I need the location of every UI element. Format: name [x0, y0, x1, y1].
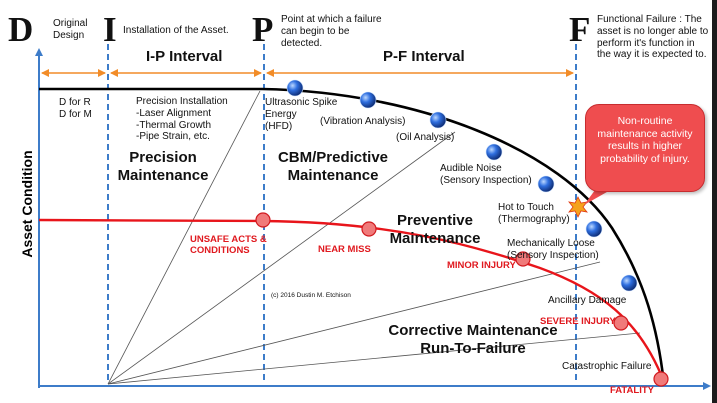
safety-label: MINOR INJURY	[447, 260, 516, 271]
safety-label: NEAR MISS	[318, 244, 371, 255]
detection-marker	[429, 111, 447, 129]
failure-burst-icon	[568, 196, 588, 218]
safety-label: FATALITY	[610, 385, 654, 396]
design-notes: D for R D for M	[59, 97, 92, 120]
detection-label: (Vibration Analysis)	[320, 116, 406, 127]
preventive-maintenance-label: Preventive Maintenance	[389, 212, 481, 247]
detection-marker	[286, 79, 304, 97]
safety-marker	[361, 221, 377, 237]
predictive-maintenance-label: CBM/Predictive Maintenance	[277, 149, 389, 184]
detection-label: Ancillary Damage	[548, 295, 627, 306]
detection-label: Mechanically Loose (Sensory Inspection)	[507, 238, 599, 261]
detection-marker	[485, 143, 503, 161]
stage-f-description: Functional Failure : The asset is no lon…	[597, 14, 709, 61]
precision-maintenance-label: Precision Maintenance	[117, 149, 209, 184]
detection-label: Ultrasonic Spike Energy (HFD)	[265, 97, 338, 132]
callout-text: Non-routine maintenance activity results…	[597, 115, 693, 165]
y-axis-label: Asset Condition	[19, 150, 35, 258]
stage-letter-i: I	[103, 10, 117, 49]
detection-marker	[537, 175, 555, 193]
safety-markers	[255, 212, 669, 387]
pf-interval-label: P-F Interval	[383, 48, 465, 65]
stage-p-description: Point at which a failure can begin to be…	[281, 14, 382, 49]
stage-letter-d: D	[8, 10, 34, 49]
detection-label: Catastrophic Failure	[562, 361, 652, 372]
stage-i-description: Installation of the Asset.	[123, 25, 229, 36]
safety-label: SEVERE INJURY	[540, 316, 616, 327]
detection-marker	[585, 220, 603, 238]
safety-label: UNSAFE ACTS & CONDITIONS	[190, 234, 267, 257]
detection-label: (Oil Analysis)	[396, 132, 455, 143]
detection-label: Audible Noise (Sensory Inspection)	[440, 163, 532, 186]
stage-letter-p: P	[252, 10, 274, 49]
safety-marker	[255, 212, 271, 228]
detection-markers	[286, 79, 638, 292]
safety-marker	[653, 371, 669, 387]
stage-letter-f: F	[569, 10, 591, 49]
precision-installation-notes: Precision Installation -Laser Alignment …	[136, 96, 228, 143]
detection-marker	[359, 91, 377, 109]
region-divider-lines	[107, 90, 641, 385]
safety-marker	[613, 315, 629, 331]
safety-marker	[515, 251, 531, 267]
ip-interval-label: I-P Interval	[146, 48, 223, 65]
copyright-note: (c) 2016 Dustin M. Etchison	[271, 292, 351, 299]
corrective-maintenance-label: Corrective Maintenance Run-To-Failure	[388, 322, 558, 357]
detection-label: Hot to Touch (Thermography)	[498, 202, 570, 225]
stage-d-description: Original Design	[53, 18, 88, 41]
detection-marker	[620, 274, 638, 292]
injury-callout: Non-routine maintenance activity results…	[585, 104, 705, 192]
